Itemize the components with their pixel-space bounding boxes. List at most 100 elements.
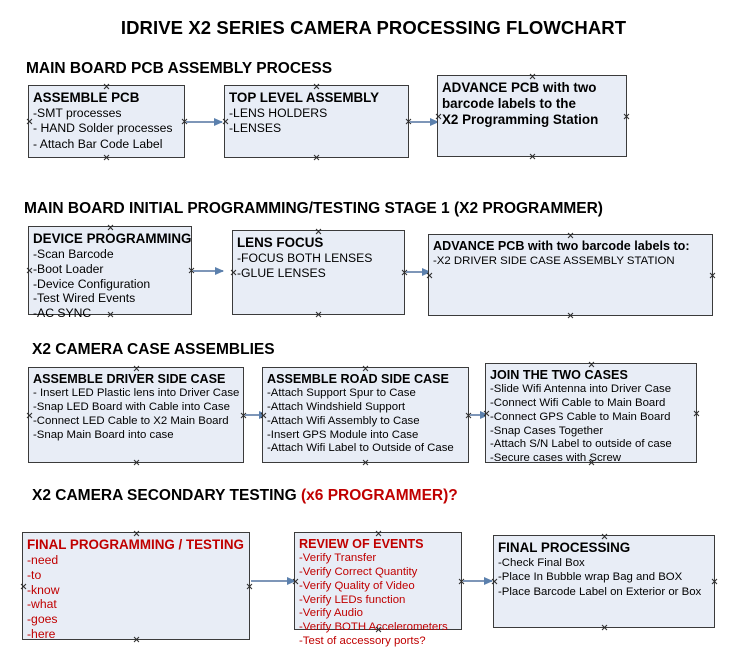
connector-arrow — [410, 117, 439, 126]
box-assemble-driver-side-case[interactable]: ASSEMBLE DRIVER SIDE CASE - Insert LED P… — [28, 367, 244, 463]
box-line: - Insert LED Plastic lens into Driver Ca… — [33, 386, 240, 399]
connector-arrow — [463, 576, 493, 585]
box-line: -Connect Wifi Cable to Main Board — [490, 396, 666, 409]
handle-bottom[interactable] — [567, 312, 574, 319]
box-line: -Place Barcode Label on Exterior or Box — [498, 586, 702, 599]
box-line: -Snap LED Board with Cable into Case — [33, 400, 230, 413]
handle-top[interactable] — [103, 83, 110, 90]
box-line: -Attach Wifi Assembly to Case — [267, 414, 420, 427]
handle-right[interactable] — [709, 272, 716, 279]
page-title: IDRIVE X2 SERIES CAMERA PROCESSING FLOWC… — [120, 17, 627, 38]
box-line: -SMT processes — [33, 105, 122, 120]
box-line: -Attach S/N Label to outside of case — [490, 438, 672, 451]
handle-left[interactable] — [26, 267, 33, 274]
handle-bottom[interactable] — [315, 311, 322, 318]
handle-bottom[interactable] — [133, 459, 140, 466]
box-advance-pcb-programming-station[interactable]: ADVANCE PCB with two barcode labels to t… — [437, 75, 627, 157]
section-header-3-text: X2 CAMERA CASE ASSEMBLIES — [32, 341, 275, 358]
box-line: -FOCUS BOTH LENSES — [237, 250, 373, 265]
handle-bottom[interactable] — [313, 154, 320, 161]
box-line: -Connect GPS Cable to Main Board — [490, 410, 671, 423]
handle-top[interactable] — [133, 530, 140, 537]
handle-left[interactable] — [230, 269, 237, 276]
box-line: -AC SYNC — [33, 306, 92, 321]
box-heading: JOIN THE TWO CASES — [490, 368, 628, 382]
handle-bottom[interactable] — [103, 154, 110, 161]
handle-right[interactable] — [711, 578, 718, 585]
box-line: -know — [27, 582, 60, 597]
box-final-processing[interactable]: FINAL PROCESSING -Check Final Box -Place… — [493, 535, 715, 628]
connector-arrow — [470, 410, 489, 419]
handle-top[interactable] — [567, 232, 574, 239]
handle-top[interactable] — [529, 73, 536, 80]
section-header-2: MAIN BOARD INITIAL PROGRAMMING/TESTING S… — [24, 200, 603, 218]
box-top-level-assembly[interactable]: TOP LEVEL ASSEMBLY -LENS HOLDERS -LENSES — [224, 85, 409, 158]
box-join-the-two-cases[interactable]: JOIN THE TWO CASES -Slide Wifi Antenna i… — [485, 361, 700, 464]
box-line: -X2 DRIVER SIDE CASE ASSEMBLY STATION — [433, 254, 675, 267]
box-heading: LENS FOCUS — [237, 235, 324, 250]
box-assemble-pcb[interactable]: ASSEMBLE PCB -SMT processes - HAND Solde… — [28, 85, 185, 158]
connector-arrow — [193, 266, 224, 275]
box-line: -Connect LED Cable to X2 Main Board — [33, 414, 229, 427]
handle-top[interactable] — [362, 365, 369, 372]
handle-top[interactable] — [313, 83, 320, 90]
box-heading: FINAL PROCESSING — [498, 540, 631, 555]
box-line: -Verify Audio — [299, 607, 363, 620]
handle-right[interactable] — [623, 113, 630, 120]
box-line: -Verify Correct Quantity — [299, 565, 418, 578]
handle-top[interactable] — [601, 533, 608, 540]
box-heading: TOP LEVEL ASSEMBLY — [229, 90, 380, 105]
box-heading: ASSEMBLE DRIVER SIDE CASE — [33, 372, 226, 386]
box-line: X2 Programming Station — [442, 111, 599, 127]
box-line: - Attach Bar Code Label — [33, 137, 163, 152]
handle-top[interactable] — [133, 365, 140, 372]
box-line: -LENS HOLDERS — [229, 105, 328, 120]
box-line: -Place In Bubble wrap Bag and BOX — [498, 571, 683, 584]
handle-top[interactable] — [107, 224, 114, 231]
section-header-4: X2 CAMERA SECONDARY TESTING (x6 PROGRAMM… — [32, 487, 458, 505]
box-line: -to — [27, 567, 42, 582]
handle-left[interactable] — [26, 412, 33, 419]
box-line: -Device Configuration — [33, 276, 151, 291]
box-advance-pcb-driver-side-case[interactable]: ADVANCE PCB with two barcode labels to: … — [428, 234, 713, 316]
box-line: -Slide Wifi Antenna into Driver Case — [490, 382, 672, 395]
box-heading: ADVANCE PCB with two — [442, 80, 597, 95]
connector-arrow — [406, 267, 431, 276]
handle-left[interactable] — [20, 583, 27, 590]
section-header-3: X2 CAMERA CASE ASSEMBLIES — [32, 341, 275, 359]
handle-bottom[interactable] — [529, 153, 536, 160]
handle-left[interactable] — [26, 118, 33, 125]
box-line: -what — [27, 597, 57, 612]
box-line: -GLUE LENSES — [237, 266, 326, 281]
box-line: -Snap Main Board into case — [33, 428, 174, 441]
box-line-overflow: -Test of accessory ports? — [299, 635, 426, 648]
box-line: -Verify Quality of Video — [299, 579, 415, 592]
box-assemble-road-side-case[interactable]: ASSEMBLE ROAD SIDE CASE -Attach Support … — [262, 367, 469, 463]
box-line: barcode labels to the — [442, 95, 576, 111]
box-line: -Check Final Box — [498, 556, 585, 569]
box-line: -Test Wired Events — [33, 291, 136, 306]
box-line: -Boot Loader — [33, 261, 104, 276]
box-heading: REVIEW OF EVENTS — [299, 537, 424, 551]
handle-bottom[interactable] — [601, 624, 608, 631]
box-line: -Scan Barcode — [33, 246, 114, 261]
box-line: -Verify LEDs function — [299, 593, 406, 606]
section-header-1: MAIN BOARD PCB ASSEMBLY PROCESS — [26, 60, 332, 78]
handle-right[interactable] — [246, 583, 253, 590]
handle-top[interactable] — [315, 228, 322, 235]
handle-top[interactable] — [375, 530, 382, 537]
box-lens-focus[interactable]: LENS FOCUS -FOCUS BOTH LENSES -GLUE LENS… — [232, 230, 405, 315]
box-review-of-events[interactable]: REVIEW OF EVENTS -Verify Transfer -Verif… — [294, 530, 462, 647]
section-header-2-text: MAIN BOARD INITIAL PROGRAMMING/TESTING S… — [24, 200, 603, 217]
handle-right[interactable] — [693, 410, 700, 417]
box-heading: ASSEMBLE PCB — [33, 90, 140, 105]
handle-top[interactable] — [588, 361, 595, 368]
handle-bottom[interactable] — [362, 459, 369, 466]
box-line: -need — [27, 552, 59, 567]
box-final-programming-testing[interactable]: FINAL PROGRAMMING / TESTING -need -to -k… — [20, 530, 253, 641]
box-heading: ASSEMBLE ROAD SIDE CASE — [267, 372, 449, 386]
box-line: -Attach Windshield Support — [267, 400, 406, 413]
box-device-programming[interactable]: DEVICE PROGRAMMING -Scan Barcode -Boot L… — [26, 224, 192, 320]
box-heading: FINAL PROGRAMMING / TESTING — [27, 537, 244, 552]
